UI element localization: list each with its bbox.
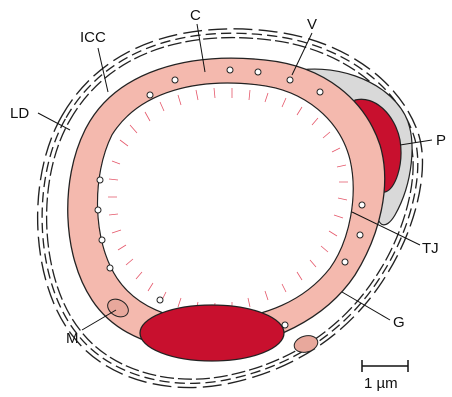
label-g: G xyxy=(393,314,405,331)
label-p: P xyxy=(436,132,446,149)
label-m: M xyxy=(66,330,79,347)
scale-bar-label: 1 µm xyxy=(364,375,398,392)
scale-bar xyxy=(362,360,408,372)
label-tj: TJ xyxy=(422,240,439,257)
capillary-lumen xyxy=(98,83,353,320)
label-icc: ICC xyxy=(80,29,106,46)
label-ld: LD xyxy=(10,105,29,122)
label-c: C xyxy=(190,7,201,24)
endothelial-nucleus xyxy=(140,305,284,361)
label-v: V xyxy=(307,16,317,33)
